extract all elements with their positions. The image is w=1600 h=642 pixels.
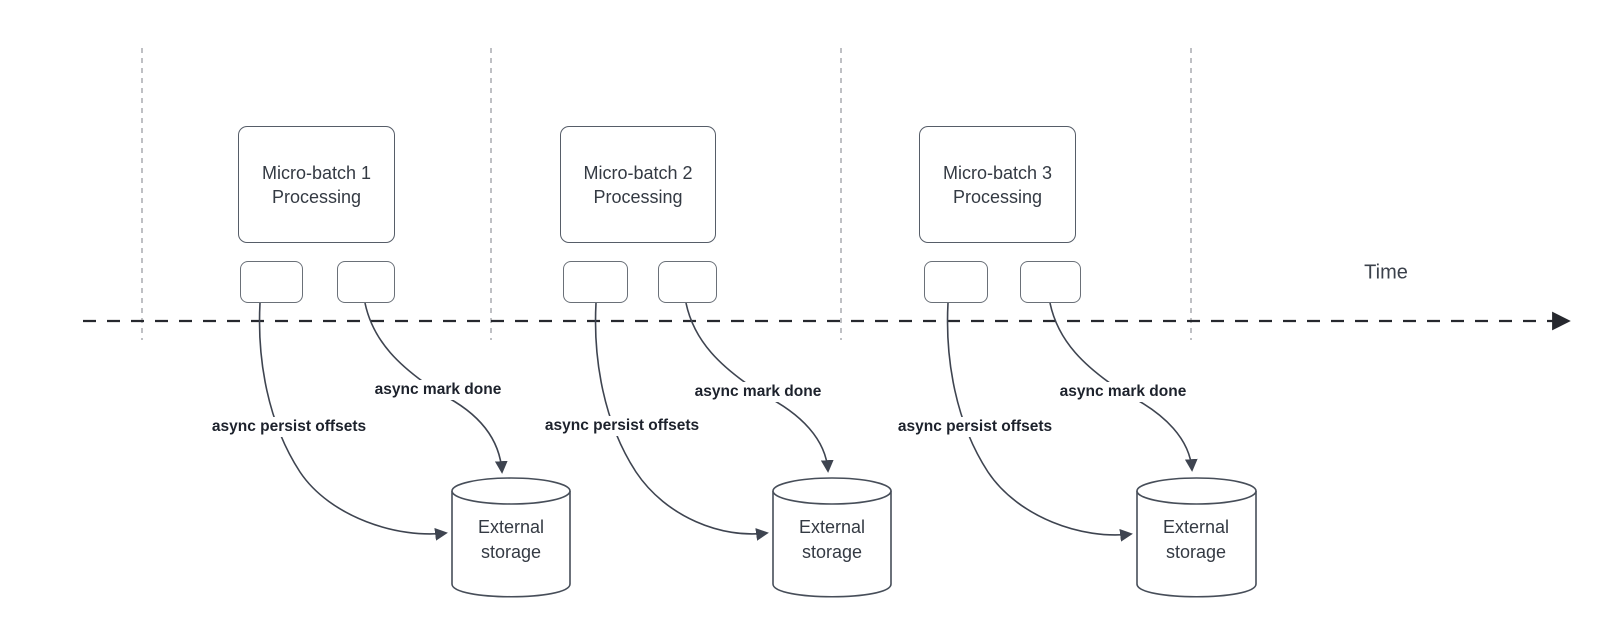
- persist-offsets-label-1: async persist offsets: [208, 417, 370, 437]
- storage-cylinder-1: [451, 477, 571, 598]
- batch-3-sub-box-right: [1020, 261, 1081, 303]
- mark-done-label-2: async mark done: [691, 382, 825, 402]
- micro-batch-3-box: Micro-batch 3 Processing: [919, 126, 1076, 243]
- persist-offsets-arrow-3: [946, 302, 1133, 542]
- batch-1-sub-box-left: [240, 261, 303, 303]
- persist-offsets-label-2: async persist offsets: [541, 416, 703, 436]
- storage-cylinder-2: [772, 477, 892, 598]
- persist-offsets-label-3: async persist offsets: [894, 417, 1056, 437]
- micro-batch-2-box: Micro-batch 2 Processing: [560, 126, 716, 243]
- batch-3-sub-box-left: [924, 261, 988, 303]
- storage-cylinder-3: [1136, 477, 1257, 598]
- mark-done-label-3: async mark done: [1056, 382, 1190, 402]
- external-storage-label-3: External storage: [1162, 517, 1230, 562]
- time-interval-guides: [141, 48, 1192, 340]
- batch-2-sub-box-right: [658, 261, 717, 303]
- cylinder-2-body: [772, 491, 892, 598]
- storage-cylinders: [451, 477, 1257, 598]
- cylinder-3-top: [1136, 477, 1257, 505]
- external-storage-label-1: External storage: [477, 517, 545, 562]
- batch-2-sub-box-left: [563, 261, 628, 303]
- micro-batch-1-title: Micro-batch 1 Processing: [261, 162, 372, 207]
- batch-1-sub-box-right: [337, 261, 395, 303]
- persist-offsets-arrow-1: [258, 302, 448, 541]
- cylinder-3-body: [1136, 491, 1257, 598]
- external-storage-label-2: External storage: [798, 517, 866, 562]
- micro-batch-2-title: Micro-batch 2 Processing: [583, 162, 693, 207]
- cylinder-1-top: [451, 477, 571, 505]
- micro-batch-1-box: Micro-batch 1 Processing: [238, 126, 395, 243]
- mark-done-label-1: async mark done: [371, 380, 505, 400]
- persist-offsets-arrow-2: [594, 302, 769, 541]
- micro-batch-3-title: Micro-batch 3 Processing: [942, 162, 1053, 207]
- cylinder-2-top: [772, 477, 892, 505]
- cylinder-1-body: [451, 491, 571, 598]
- time-axis-label: Time: [1364, 261, 1408, 284]
